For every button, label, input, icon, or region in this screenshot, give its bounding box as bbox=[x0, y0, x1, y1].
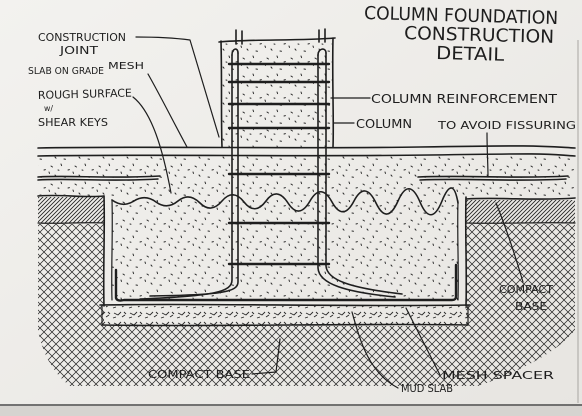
compacted-layer-right bbox=[466, 200, 575, 223]
column-left-edge bbox=[220, 40, 223, 148]
label-slab-on-grade: SLAB ON GRADE bbox=[28, 66, 104, 77]
label-rough-surface-line-2: w/ bbox=[44, 104, 53, 113]
mud-slab-bottom-line bbox=[101, 323, 469, 327]
compact-base-soil-hatch bbox=[38, 224, 575, 386]
compacted-layer-left-bottom-line bbox=[37, 222, 105, 224]
paper-bottom-edge bbox=[0, 406, 582, 416]
footing-base-line bbox=[99, 303, 471, 307]
leader-avoid-fissuring bbox=[486, 132, 489, 178]
footing-wall-left-outer bbox=[102, 195, 106, 307]
footing-wall-right-inner bbox=[457, 200, 459, 301]
label-mud-slab: MUD SLAB bbox=[401, 382, 453, 395]
label-avoid-fissuring: TO AVOID FISSURING bbox=[437, 119, 576, 132]
leader-mesh-spacer bbox=[405, 307, 441, 376]
mud-slab-fill bbox=[102, 306, 468, 325]
footing-concrete-fill bbox=[112, 200, 458, 300]
drawing-title-line-1: COLUMN FOUNDATION bbox=[364, 3, 558, 29]
column-rebar-left bbox=[139, 54, 233, 300]
leader-construction-joint bbox=[135, 36, 220, 138]
drawing-title-line-2: CONSTRUCTION bbox=[404, 23, 554, 48]
column-rebar-right-loop bbox=[317, 48, 327, 56]
leader-slab-mesh bbox=[147, 73, 188, 148]
label-mesh: MESH bbox=[108, 61, 144, 72]
label-rough-surface-line-3: SHEAR KEYS bbox=[38, 116, 108, 129]
label-rough-surface-line-1: ROUGH SURFACE bbox=[38, 87, 132, 102]
column-rebar-right-inner bbox=[325, 52, 403, 295]
label-compact-base-right-line-1: COMPACT bbox=[499, 283, 553, 296]
compacted-layer-right-bottom-line bbox=[465, 222, 576, 224]
label-construction-joint-line-1: CONSTRUCTION bbox=[38, 31, 126, 44]
label-compact-base-right-line-2: BASE bbox=[515, 300, 547, 313]
leader-rough-surface bbox=[132, 96, 172, 194]
slab-top-line bbox=[37, 145, 576, 149]
leader-compact-base-bottom bbox=[251, 338, 281, 375]
footing-bottom-rebar bbox=[114, 263, 458, 302]
slab-mesh-right bbox=[417, 175, 569, 181]
rough-surface-shear-keys bbox=[111, 187, 459, 216]
slab-mesh-left bbox=[37, 175, 161, 181]
drawing-title-line-3: DETAIL bbox=[436, 43, 505, 66]
label-construction-joint-line-2: JOINT bbox=[59, 44, 99, 57]
compacted-layer-left bbox=[38, 197, 104, 223]
column-rebar-left-loop bbox=[231, 48, 239, 56]
label-compact-base-bottom: COMPACT BASE bbox=[148, 368, 250, 381]
label-mesh-spacer: MESH SPACER bbox=[442, 369, 555, 382]
leader-compact-base-right bbox=[495, 202, 524, 283]
column-rebar-right bbox=[317, 54, 396, 298]
column-right-edge bbox=[331, 37, 335, 148]
column-concrete-fill bbox=[222, 42, 332, 147]
starter-bars bbox=[235, 28, 326, 45]
footing-wall-right-outer bbox=[464, 196, 468, 307]
slab-top-second-line bbox=[37, 153, 576, 157]
label-column-reinforcement: COLUMN REINFORCEMENT bbox=[371, 92, 558, 106]
leader-mud-slab bbox=[351, 311, 399, 389]
compacted-layer-right-top-line bbox=[465, 197, 576, 200]
column-rebar-left-inner bbox=[149, 52, 239, 297]
footing-wall-left-inner bbox=[111, 199, 113, 301]
label-column: COLUMN bbox=[356, 117, 412, 131]
construction-joint-line bbox=[218, 37, 336, 43]
